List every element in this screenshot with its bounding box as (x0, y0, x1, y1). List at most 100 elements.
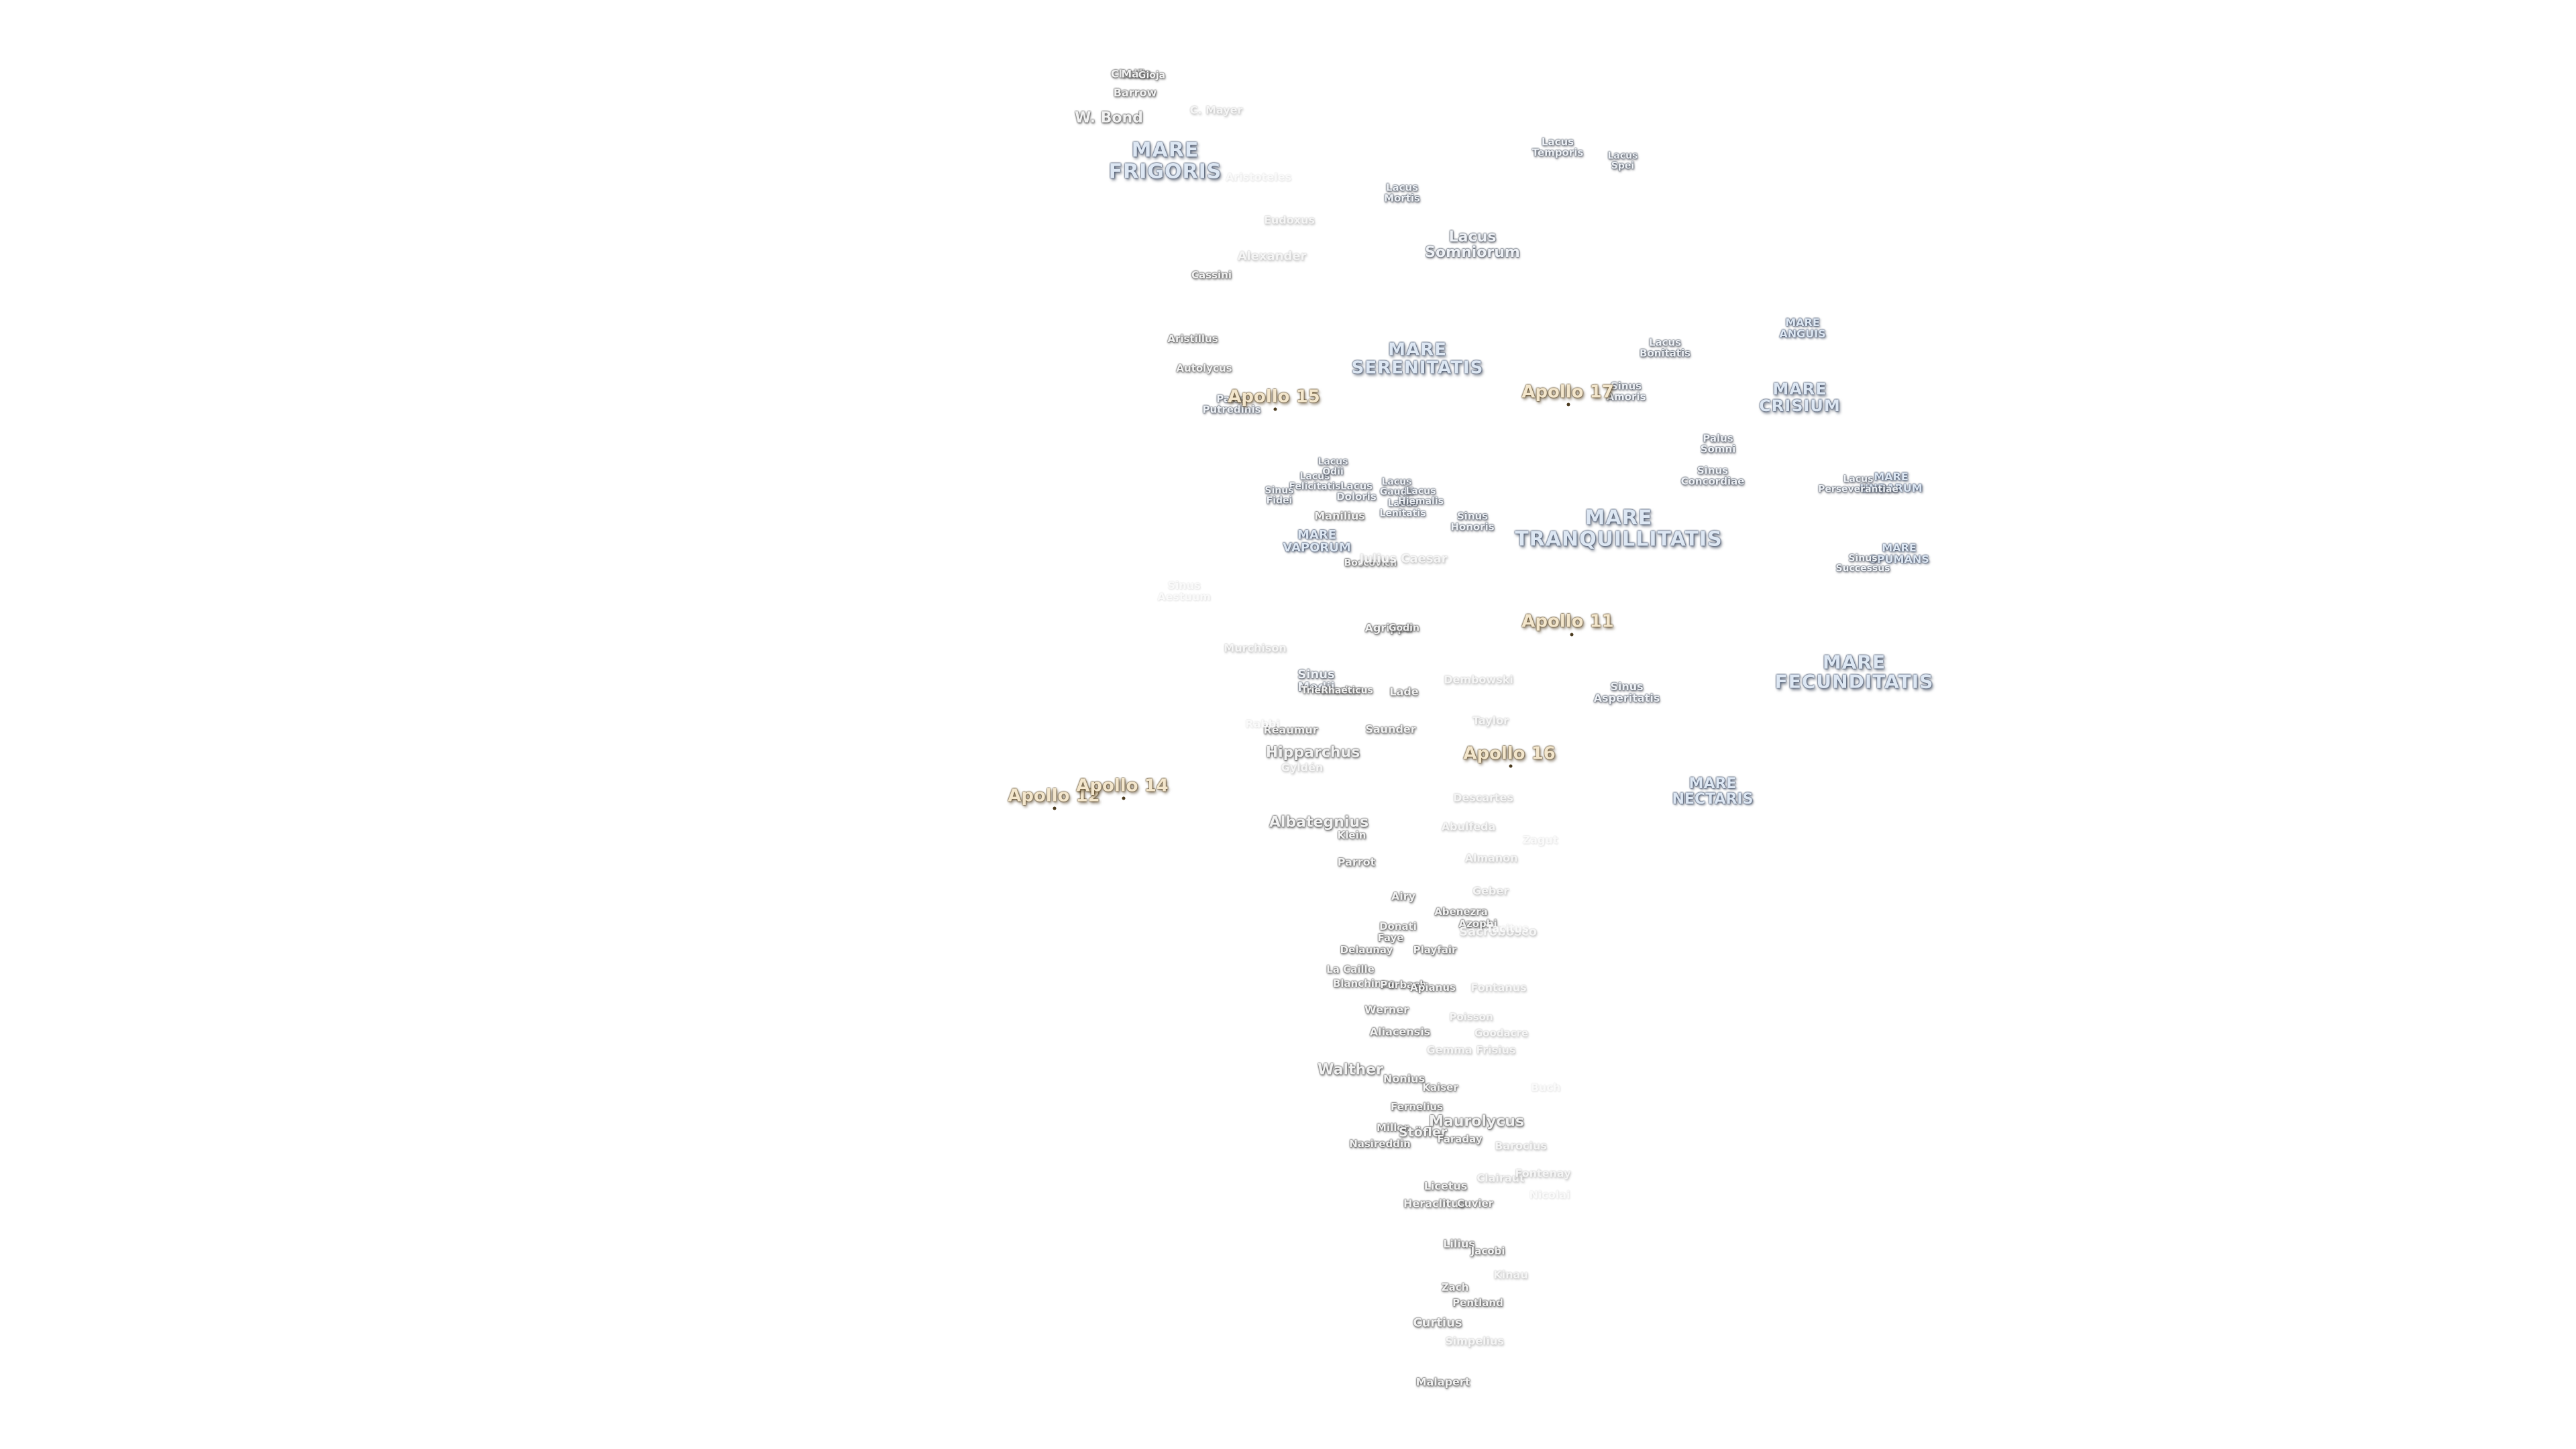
crater-alexander-label: Alexander (1237, 249, 1307, 264)
crater-abenezra-label: Abenezra (1434, 906, 1488, 918)
apollo-17-marker[interactable] (1566, 402, 1570, 407)
lacus-spei-label: Lacus Spei (1607, 150, 1638, 171)
crater-zach-label: Zach (1441, 1281, 1469, 1294)
crater-hipparchus-label: Hipparchus (1265, 744, 1360, 761)
crater-barrow-label: Barrow (1113, 86, 1157, 99)
lacus-mortis-label: Lacus Mortis (1384, 181, 1420, 204)
sinus-concordiae-label: Sinus Concordiae (1680, 464, 1745, 487)
crater-heraclitus-label: Heraclitus (1403, 1197, 1465, 1210)
crater-donati-label: Donati (1379, 920, 1417, 933)
mare-crisium-label: MARE CRISIUM (1759, 379, 1841, 415)
crater-la-caille-label: La Caille (1326, 963, 1375, 976)
apollo-14-label[interactable]: Apollo 14 (1076, 775, 1169, 796)
apollo-15-marker[interactable] (1273, 407, 1277, 411)
crater-w-bond-label: W. Bond (1075, 109, 1143, 127)
crater-buch-label: Buch (1530, 1081, 1561, 1094)
lacus-bonitatis-label: Lacus Bonitatis (1639, 336, 1691, 359)
lacus-gaudii-label: Lacus Gaudii (1379, 476, 1414, 497)
crater-reaumur-label: Réaumur (1263, 723, 1318, 737)
mare-tranquillitatis-label: MARE TRANQUILLITATIS (1515, 506, 1723, 551)
mare-undarum-label: MARE UNDARUM (1860, 470, 1923, 494)
crater-parrot-label: Parrot (1337, 855, 1376, 869)
crater-poisson-label: Poisson (1449, 1011, 1493, 1024)
mare-spumans-label: MARE SPUMANS (1869, 541, 1929, 566)
sinus-medii-label: Sinus Medii (1297, 667, 1335, 694)
crater-abulfeda-label: Abulfeda (1441, 820, 1496, 833)
crater-blanchinus-label: Blanchinus (1332, 977, 1395, 990)
apollo-16-label[interactable]: Apollo 16 (1463, 743, 1556, 764)
crater-azophi-label: Azophi (1458, 918, 1497, 930)
crater-rhaeticus-label: Rhaeticus (1321, 685, 1373, 696)
crater-agrippa-label: Agrippa (1364, 621, 1413, 635)
crater-malapert-label: Malapert (1415, 1375, 1470, 1389)
crater-aristillus-label: Aristillus (1167, 333, 1218, 345)
crater-tacitus-label: Tacitus (1486, 922, 1529, 935)
crater-challis-label: Challis (1111, 67, 1151, 80)
crater-purbach-label: Purbach (1380, 979, 1427, 991)
lacus-temporis-label: Lacus Temporis (1532, 136, 1584, 158)
crater-murchison-label: Murchison (1224, 641, 1287, 655)
apollo-11-label[interactable]: Apollo 11 (1521, 611, 1614, 632)
crater-walther-label: Walther (1318, 1061, 1383, 1079)
crater-gylden-label: Gyldén (1281, 761, 1324, 774)
sinus-fidei-label: Sinus Fidei (1265, 485, 1294, 506)
crater-geber-label: Geber (1472, 884, 1509, 898)
apollo-12-label[interactable]: Apollo 12 (1008, 786, 1100, 806)
crater-klein-label: Klein (1337, 829, 1366, 842)
lacus-hiemalis-label: Lacus Hiemalis (1398, 486, 1444, 506)
crater-aliacensis-label: Aliacensis (1369, 1025, 1431, 1038)
crater-zagut-label: Zagut (1522, 833, 1558, 847)
mare-fecunditatis-label: MARE FECUNDITATIS (1774, 651, 1934, 693)
lacus-felicitatis-label: Lacus Felicitatis (1289, 471, 1341, 492)
crater-descartes-label: Descartes (1453, 791, 1513, 804)
crater-curtius-label: Curtius (1413, 1316, 1462, 1330)
crater-nicolai-label: Nicolai (1529, 1188, 1570, 1201)
crater-lilius-label: Lilius (1443, 1237, 1475, 1250)
crater-barocius-label: Barocius (1495, 1139, 1547, 1152)
mare-serenitatis-label: MARE SERENITATIS (1351, 339, 1484, 378)
apollo-16-marker[interactable] (1509, 764, 1513, 768)
crater-werner-label: Werner (1364, 1003, 1409, 1016)
crater-fontenay-label: Fontenay (1515, 1167, 1571, 1180)
apollo-17-label[interactable]: Apollo 17 (1521, 382, 1614, 402)
crater-licetus-label: Licetus (1424, 1179, 1468, 1193)
lacus-doloris-label: Lacus Doloris (1336, 480, 1377, 502)
crater-sacrobosco-label: Sacrobosco (1458, 924, 1538, 939)
crater-gioja-label: Gioja (1138, 70, 1166, 81)
crater-cassini-label: Cassini (1191, 269, 1232, 282)
crater-manilius-label: Manilius (1314, 509, 1365, 523)
crater-autolycus-label: Autolycus (1176, 362, 1232, 375)
crater-godin-label: Godin (1389, 623, 1419, 634)
crater-faye-label: Faye (1377, 932, 1404, 945)
apollo-14-marker[interactable] (1122, 796, 1126, 800)
crater-julius-caesar-label: Julius Caesar (1359, 551, 1448, 566)
crater-saunder-label: Saunder (1365, 722, 1416, 736)
crater-boscovich-label: Boscovich (1344, 557, 1397, 569)
crater-fontanus-label: Fontanus (1470, 981, 1527, 994)
apollo-12-marker[interactable] (1053, 806, 1057, 810)
apollo-15-label[interactable]: Apollo 15 (1228, 386, 1320, 407)
crater-main-label: Main (1121, 67, 1150, 80)
crater-goodacre-label: Goodacre (1474, 1027, 1529, 1040)
crater-airy-label: Airy (1391, 890, 1416, 903)
mare-anguis-label: MARE ANGUIS (1779, 316, 1826, 340)
crater-kinau-label: Kinau (1493, 1268, 1528, 1281)
sinus-amoris-label: Sinus Amoris (1606, 380, 1646, 402)
mare-nectaris-label: MARE NECTARIS (1672, 775, 1754, 808)
crater-playfair-label: Playfair (1413, 944, 1457, 957)
lacus-perseverantiae-label: Lacus Perseverantiae (1818, 474, 1898, 494)
crater-apianus-label: Apianus (1410, 981, 1456, 994)
crater-jacobi-label: Jacobi (1470, 1245, 1505, 1258)
crater-nonius-label: Nonius (1383, 1072, 1426, 1085)
crater-lade-label: Lade (1389, 685, 1419, 698)
crater-stofler-label: Stöfler (1398, 1125, 1448, 1140)
palus-somni-label: Palus Somni (1700, 432, 1736, 455)
crater-nasireddin-label: Nasireddin (1349, 1138, 1411, 1150)
crater-taylor-label: Taylor (1472, 714, 1509, 727)
apollo-11-marker[interactable] (1570, 633, 1574, 637)
crater-eudoxus-label: Eudoxus (1264, 213, 1315, 227)
sinus-aestuum-label: Sinus Aestuum (1157, 579, 1211, 603)
crater-clairaut-label: Clairaut (1477, 1171, 1525, 1185)
crater-fernelius-label: Fernelius (1391, 1101, 1443, 1114)
